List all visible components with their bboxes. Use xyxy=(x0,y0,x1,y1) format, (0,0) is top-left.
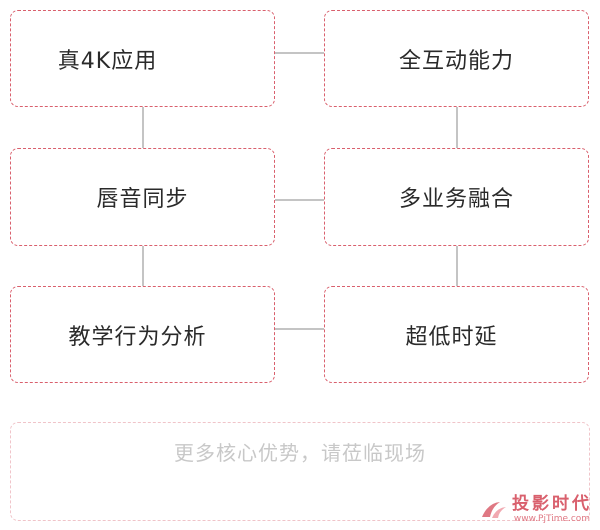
projector-logo-icon xyxy=(482,502,506,518)
feature-label: 真4K应用 xyxy=(57,48,158,74)
watermark-name: 投影时代 xyxy=(512,494,592,514)
feature-box-low-latency: 超低时延 xyxy=(324,286,589,383)
feature-box-behavior-analysis: 教学行为分析 xyxy=(10,286,275,383)
watermark-url: www.PjTime.com xyxy=(513,514,591,524)
feature-label: 超低时延 xyxy=(405,324,498,350)
feature-box-interaction: 全互动能力 xyxy=(324,10,589,107)
feature-label: 唇音同步 xyxy=(96,187,189,212)
feature-box-4k: 真4K应用 xyxy=(10,10,275,107)
feature-label: 教学行为分析 xyxy=(68,324,207,350)
feature-box-multi-service: 多业务融合 xyxy=(324,148,589,246)
watermark: 投影时代 www.PjTime.com xyxy=(480,496,592,524)
feature-box-lip-sync: 唇音同步 xyxy=(10,148,275,246)
feature-label: 全互动能力 xyxy=(398,48,514,74)
cta-text: 更多核心优势，请莅临现场 xyxy=(174,441,426,465)
feature-label: 多业务融合 xyxy=(398,187,514,212)
cta-box: 更多核心优势，请莅临现场 xyxy=(10,422,590,521)
